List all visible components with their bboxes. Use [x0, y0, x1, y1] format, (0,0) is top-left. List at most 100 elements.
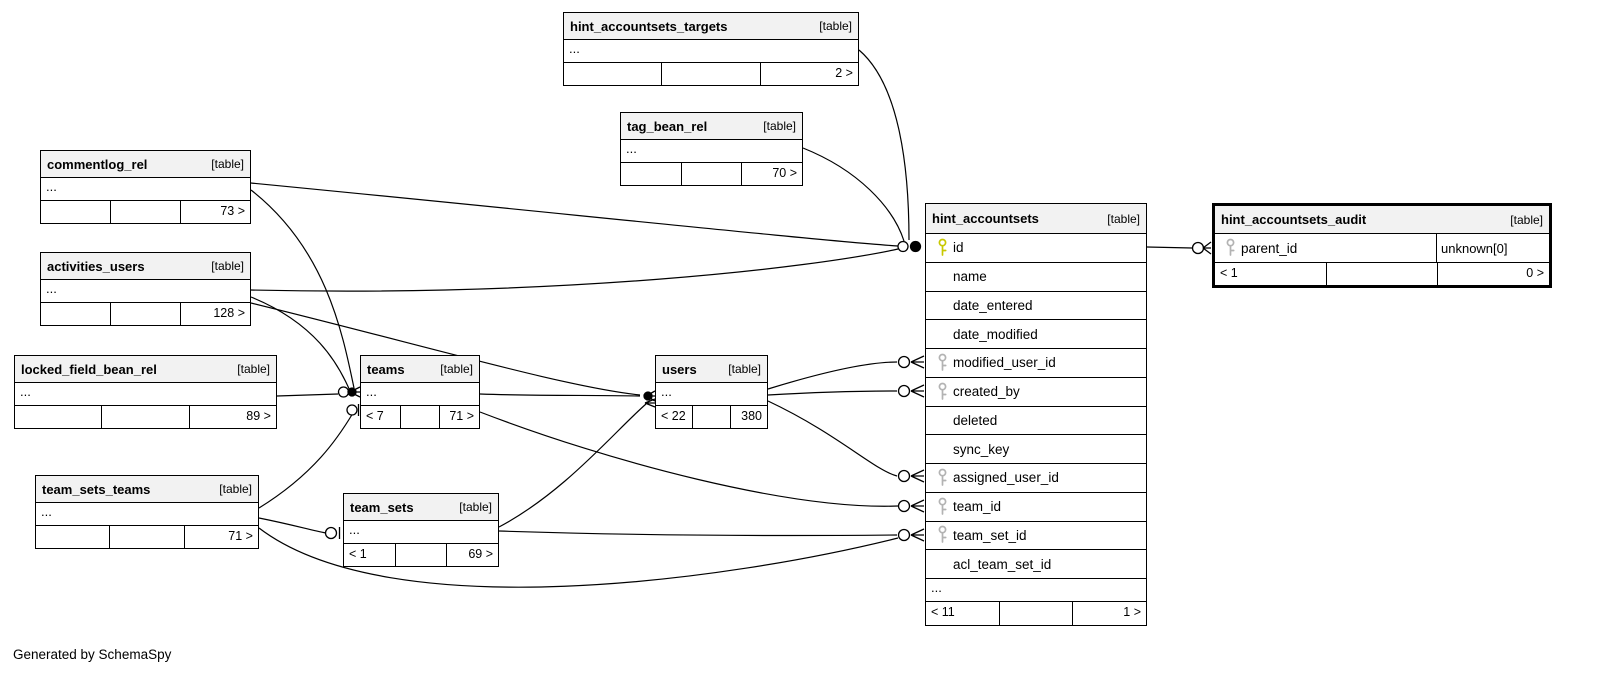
- table-footer: 71 >: [36, 526, 258, 548]
- footer-cell-children: 380 >: [741, 409, 762, 423]
- column-acl_team_set_id[interactable]: acl_team_set_id: [926, 550, 1146, 579]
- table-header[interactable]: hint_accountsets_targets [table]: [564, 13, 858, 40]
- foreign-key-icon: [1219, 238, 1241, 258]
- columns-ellipsis: ...: [15, 383, 276, 406]
- table-tag_bean_rel[interactable]: tag_bean_rel [table] ... 70 >: [620, 112, 803, 186]
- footer-cell-children: 128 >: [213, 306, 245, 320]
- table-title: users: [662, 361, 697, 377]
- footer-cell: [621, 163, 682, 185]
- columns-ellipsis: ...: [564, 40, 858, 63]
- table-tag: [table]: [1510, 212, 1543, 227]
- edge-lines: [250, 49, 1193, 588]
- edge-connectors: [324, 240, 1212, 542]
- footer-cell: [693, 406, 731, 428]
- footer-cell: [1000, 602, 1074, 625]
- footer-cell-children: 0 >: [1526, 266, 1545, 280]
- column-name[interactable]: name: [926, 263, 1146, 292]
- footer-cell-children: 71 >: [449, 409, 475, 423]
- table-team_sets_teams[interactable]: team_sets_teams [table] ... 71 >: [35, 475, 259, 549]
- table-header[interactable]: commentlog_rel [table]: [41, 151, 250, 178]
- table-footer: < 11 1 >: [926, 602, 1146, 625]
- table-teams[interactable]: teams [table] ... < 7 71 >: [360, 355, 480, 429]
- table-commentlog_rel[interactable]: commentlog_rel [table] ... 73 >: [40, 150, 251, 224]
- table-activities_users[interactable]: activities_users [table] ... 128 >: [40, 252, 251, 326]
- column-label: deleted: [953, 412, 998, 428]
- table-footer: < 1 0 >: [1215, 263, 1549, 285]
- table-title: commentlog_rel: [47, 156, 148, 172]
- columns-ellipsis: ...: [926, 579, 1146, 602]
- generated-by-note: Generated by SchemaSpy: [13, 647, 172, 662]
- footer-cell: [15, 406, 103, 428]
- footer-cell-parents: < 1: [1215, 263, 1327, 285]
- column-team_id[interactable]: team_id: [926, 493, 1146, 522]
- column-label: team_id: [953, 499, 1002, 515]
- table-tag: [table]: [819, 19, 852, 33]
- table-title: locked_field_bean_rel: [21, 361, 157, 377]
- table-locked_field_bean_rel[interactable]: locked_field_bean_rel [table] ... 89 >: [14, 355, 277, 429]
- table-header[interactable]: hint_accountsets [table]: [926, 204, 1146, 234]
- foreign-key-icon: [931, 353, 953, 373]
- table-header[interactable]: team_sets [table]: [344, 494, 498, 521]
- columns-ellipsis: ...: [361, 383, 479, 406]
- footer-cell: [662, 63, 761, 85]
- primary-key-icon: [931, 238, 953, 258]
- column-label: date_entered: [953, 297, 1033, 313]
- table-footer: 128 >: [41, 303, 250, 325]
- table-hint_accountsets_targets[interactable]: hint_accountsets_targets [table] ... 2 >: [563, 12, 859, 86]
- column-parent_id[interactable]: parent_id unknown[0]: [1215, 234, 1549, 263]
- table-title: activities_users: [47, 258, 145, 274]
- column-label: assigned_user_id: [953, 470, 1059, 486]
- table-tag: [table]: [440, 362, 473, 376]
- table-footer: 2 >: [564, 63, 858, 85]
- column-modified_user_id[interactable]: modified_user_id: [926, 349, 1146, 378]
- footer-cell-children: 89 >: [246, 409, 271, 423]
- foreign-key-icon: [931, 497, 953, 517]
- column-label: team_set_id: [953, 527, 1027, 543]
- column-sync_key[interactable]: sync_key: [926, 435, 1146, 464]
- column-created_by[interactable]: created_by: [926, 378, 1146, 407]
- table-header[interactable]: hint_accountsets_audit [table]: [1215, 206, 1549, 234]
- column-assigned_user_id[interactable]: assigned_user_id: [926, 464, 1146, 493]
- footer-cell: [564, 63, 663, 85]
- column-date_entered[interactable]: date_entered: [926, 292, 1146, 321]
- table-tag: [table]: [211, 259, 244, 273]
- footer-cell-children: 69 >: [468, 547, 494, 561]
- table-footer: < 7 71 >: [361, 406, 479, 428]
- table-title: team_sets: [350, 499, 414, 515]
- foreign-key-icon: [931, 382, 953, 402]
- footer-cell: [682, 163, 743, 185]
- table-footer: 73 >: [41, 201, 250, 223]
- table-title: team_sets_teams: [42, 481, 151, 497]
- columns-ellipsis: ...: [36, 503, 258, 526]
- table-header[interactable]: team_sets_teams [table]: [36, 476, 258, 503]
- table-hint_accountsets_audit[interactable]: hint_accountsets_audit [table] parent_id…: [1212, 203, 1552, 288]
- column-label: name: [953, 269, 987, 285]
- footer-cell: [41, 303, 111, 325]
- footer-cell-children: 73 >: [220, 204, 245, 218]
- table-header[interactable]: activities_users [table]: [41, 253, 250, 280]
- column-label: created_by: [953, 384, 1020, 400]
- table-tag: [table]: [459, 500, 492, 514]
- column-id[interactable]: id: [926, 234, 1146, 263]
- table-hint_accountsets[interactable]: hint_accountsets [table] id name date_en…: [925, 203, 1147, 626]
- table-header[interactable]: locked_field_bean_rel [table]: [15, 356, 276, 383]
- footer-cell: [110, 526, 185, 548]
- table-header[interactable]: teams [table]: [361, 356, 479, 383]
- footer-cell: [36, 526, 111, 548]
- table-title: tag_bean_rel: [627, 118, 708, 134]
- column-deleted[interactable]: deleted: [926, 407, 1146, 436]
- table-header[interactable]: tag_bean_rel [table]: [621, 113, 802, 140]
- columns-ellipsis: ...: [656, 383, 767, 406]
- table-tag: [table]: [728, 362, 761, 376]
- column-team_set_id[interactable]: team_set_id: [926, 522, 1146, 551]
- table-team_sets[interactable]: team_sets [table] ... < 1 69 >: [343, 493, 499, 567]
- table-footer: 70 >: [621, 163, 802, 185]
- table-header[interactable]: users [table]: [656, 356, 767, 383]
- table-tag: [table]: [219, 482, 252, 496]
- table-title: hint_accountsets: [932, 211, 1039, 226]
- column-label: sync_key: [953, 441, 1010, 457]
- column-date_modified[interactable]: date_modified: [926, 320, 1146, 349]
- footer-cell-children: 71 >: [228, 529, 253, 543]
- table-users[interactable]: users [table] ... < 22 380 >: [655, 355, 768, 429]
